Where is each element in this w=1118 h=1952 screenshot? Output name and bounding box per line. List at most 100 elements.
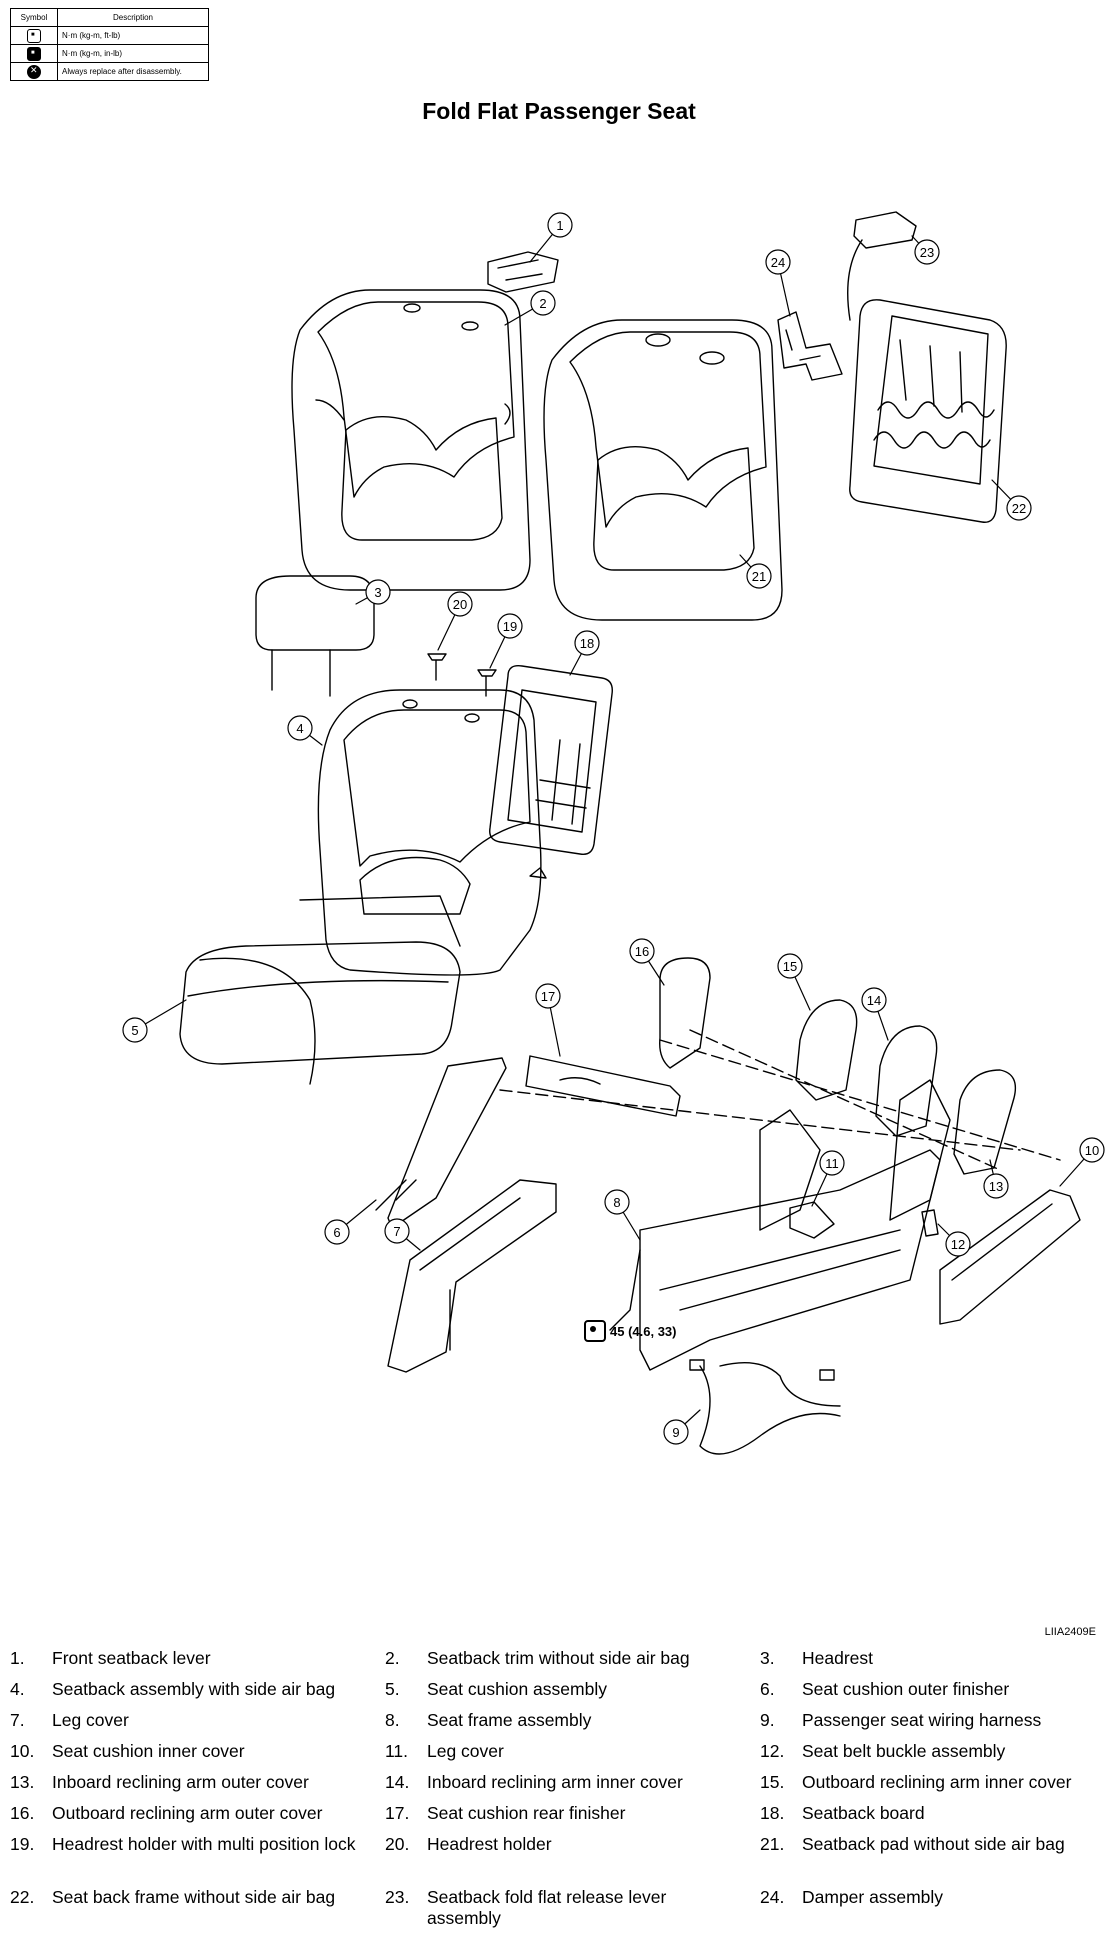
callout-number: 2 (539, 296, 546, 311)
callout-24: 24 (765, 249, 791, 317)
alignment-lines (499, 1029, 1061, 1171)
callout-number: 16 (635, 944, 649, 959)
callout-number: 1 (556, 218, 563, 233)
seatback-trim (291, 289, 531, 591)
callout-20: 20 (437, 591, 473, 651)
callout-13: 13 (983, 1159, 1009, 1199)
torque-wrench-icon (27, 28, 41, 43)
part-item: 20.Headrest holder (385, 1834, 745, 1855)
part-item: 3.Headrest (760, 1648, 1118, 1669)
part-item: 7. Leg cover (10, 1710, 370, 1731)
callout-19: 19 (489, 613, 523, 669)
legend-description: N·m (kg-m, in-lb) (57, 44, 209, 63)
callout-circle (1006, 495, 1032, 521)
callout-9: 9 (663, 1409, 701, 1445)
release-lever-assembly (847, 211, 917, 321)
part-number: 11. (385, 1741, 409, 1761)
callout-14: 14 (861, 987, 889, 1041)
callout-number: 6 (333, 1225, 340, 1240)
part-number: 8. (385, 1710, 400, 1730)
callout-number: 23 (920, 245, 934, 260)
part-number: 14. (385, 1772, 410, 1792)
torque-wrench-icon (584, 1320, 606, 1342)
part-item: 23. Seatback fold flat release lever asse… (385, 1887, 745, 1929)
callout-circle (365, 579, 391, 605)
callout-circle (1079, 1137, 1105, 1163)
part-item: 4.Seatback assembly with side air bag (10, 1679, 370, 1700)
callout-number: 4 (296, 721, 303, 736)
callout-circle (914, 239, 940, 265)
callout-number: 14 (867, 993, 881, 1008)
callout-circle (122, 1017, 148, 1043)
callout-number: 22 (1012, 501, 1026, 516)
outboard-inner-cover (795, 999, 858, 1101)
part-item: 24.Damper assembly (760, 1887, 1118, 1908)
callout-6: 6 (324, 1199, 377, 1245)
part-name: Inboard reclining arm inner cover (427, 1772, 683, 1792)
part-number: 19. (10, 1834, 35, 1854)
seat-cushion-rear-finisher (525, 1055, 681, 1117)
callout-number: 10 (1085, 1143, 1099, 1158)
callout-7: 7 (384, 1218, 421, 1251)
callout-number: 15 (783, 959, 797, 974)
part-name: Leg cover (52, 1710, 129, 1730)
part-item: 22.Seat back frame without side air bag (10, 1887, 370, 1908)
part-number: 22. (10, 1887, 35, 1907)
callout-circle (547, 212, 573, 238)
seatback-assembly (317, 689, 542, 976)
part-item: 19. Headrest holder with multi position l… (10, 1834, 370, 1855)
part-number: 2. (385, 1648, 400, 1668)
part-item: 21.Seatback pad without side air bag (760, 1834, 1118, 1855)
part-name: Front seatback lever (52, 1648, 211, 1668)
headrest-holders (427, 653, 497, 697)
part-number: 23. (385, 1887, 410, 1907)
part-number: 10. (10, 1741, 35, 1761)
callout-circle (629, 938, 655, 964)
callout-number: 18 (580, 636, 594, 651)
seat-cushion-assembly (179, 895, 461, 1085)
outboard-outer-cover (659, 957, 711, 1069)
part-item: 6.Seat cushion outer finisher (760, 1679, 1118, 1700)
part-number: 16. (10, 1803, 35, 1823)
part-name: Headrest (802, 1648, 874, 1668)
callout-circle (604, 1189, 630, 1215)
callout-number: 5 (131, 1023, 138, 1038)
callout-circle (746, 563, 772, 589)
part-name: Headrest holder with multi position lock (52, 1834, 356, 1854)
seatback-frame (849, 299, 1007, 523)
legend-header-description: Description (57, 8, 209, 27)
part-item: 5.Seat cushion assembly (385, 1679, 745, 1700)
part-name: Seat cushion inner cover (52, 1741, 245, 1761)
part-number: 5. (385, 1679, 400, 1699)
part-item: 14. Inboard reclining arm inner cover (385, 1772, 745, 1793)
part-item: 11.Leg cover (385, 1741, 745, 1762)
callout-circle (497, 613, 523, 639)
inboard-outer-cover (953, 1069, 1017, 1175)
part-name: Seatback fold flat release lever assembl… (427, 1887, 667, 1928)
callout-circle (384, 1218, 410, 1244)
part-number: 12. (760, 1741, 785, 1761)
callout-11: 11 (811, 1150, 845, 1207)
part-name: Seat cushion outer finisher (802, 1679, 1010, 1699)
part-number: 1. (10, 1648, 25, 1668)
seat-frame-assembly (609, 1079, 951, 1371)
callout-4: 4 (287, 715, 323, 746)
callout-8: 8 (604, 1189, 641, 1241)
callout-16: 16 (629, 938, 665, 986)
part-name: Seatback assembly with side air bag (52, 1679, 336, 1699)
part-number: 7. (10, 1710, 25, 1730)
torque-spec: 45 (4.6, 33) (584, 1320, 677, 1342)
part-name: Seatback board (802, 1803, 925, 1823)
callout-number: 17 (541, 989, 555, 1004)
callout-number: 24 (771, 255, 785, 270)
callout-12: 12 (937, 1223, 971, 1257)
part-number: 15. (760, 1772, 785, 1792)
headrest (255, 575, 375, 697)
callout-number: 7 (393, 1224, 400, 1239)
callout-15: 15 (777, 953, 811, 1011)
callout-17: 17 (535, 983, 561, 1057)
callout-circle (447, 591, 473, 617)
callout-circle (983, 1173, 1009, 1199)
part-number: 21. (760, 1834, 785, 1854)
